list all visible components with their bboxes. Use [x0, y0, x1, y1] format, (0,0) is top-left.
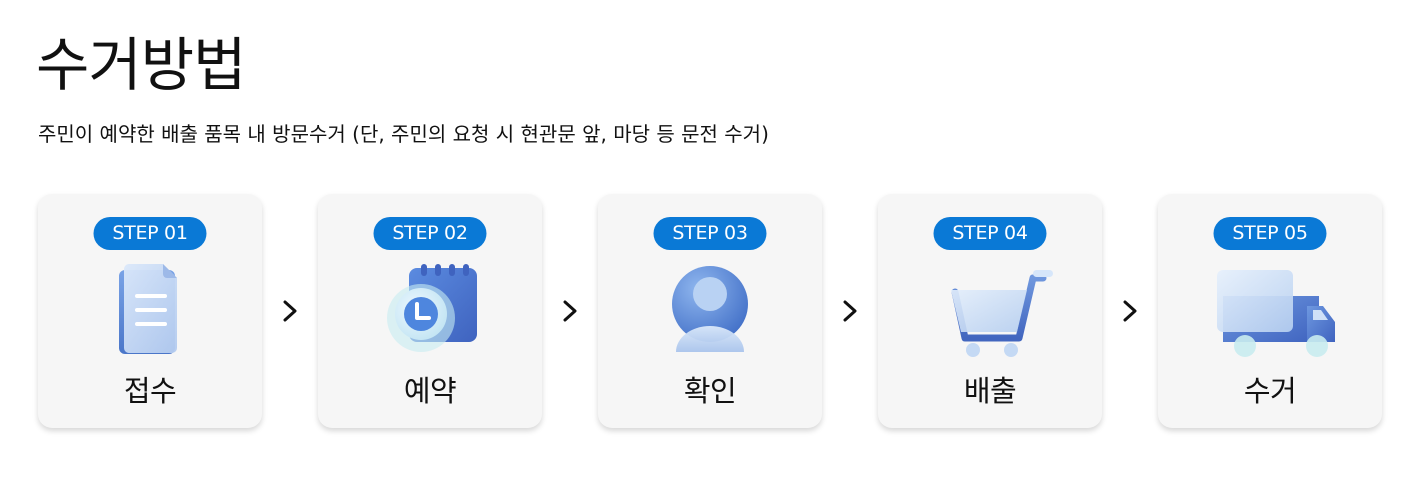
step-label: 수거 — [1243, 374, 1297, 408]
step-card-03: STEP 03 확인 — [598, 194, 822, 428]
step-card-04: STEP 04 배출 — [878, 194, 1102, 428]
chevron-right-icon — [1102, 300, 1158, 322]
chevron-right-icon — [542, 300, 598, 322]
step-card-02: STEP 02 — [318, 194, 542, 428]
chevron-right-icon — [262, 300, 318, 322]
step-list: STEP 01 접수 — [38, 194, 1382, 428]
step-badge: STEP 01 — [93, 217, 207, 250]
user-icon — [635, 262, 785, 362]
shopping-cart-icon — [915, 262, 1065, 362]
step-label: 예약 — [403, 374, 457, 408]
page-title: 수거방법 — [36, 31, 246, 99]
step-badge: STEP 04 — [933, 217, 1047, 250]
step-badge: STEP 03 — [653, 217, 767, 250]
step-card-05: STEP 05 수거 — [1158, 194, 1382, 428]
document-icon — [75, 262, 225, 362]
chevron-right-icon — [822, 300, 878, 322]
step-label: 접수 — [123, 374, 177, 408]
step-card-01: STEP 01 접수 — [38, 194, 262, 428]
step-label: 확인 — [683, 374, 737, 408]
step-label: 배출 — [963, 374, 1017, 408]
step-badge: STEP 05 — [1213, 217, 1327, 250]
page-subtitle: 주민이 예약한 배출 품목 내 방문수거 (단, 주민의 요청 시 현관문 앞,… — [38, 122, 769, 146]
truck-icon — [1195, 262, 1345, 362]
calendar-clock-icon — [355, 262, 505, 362]
step-badge: STEP 02 — [373, 217, 487, 250]
